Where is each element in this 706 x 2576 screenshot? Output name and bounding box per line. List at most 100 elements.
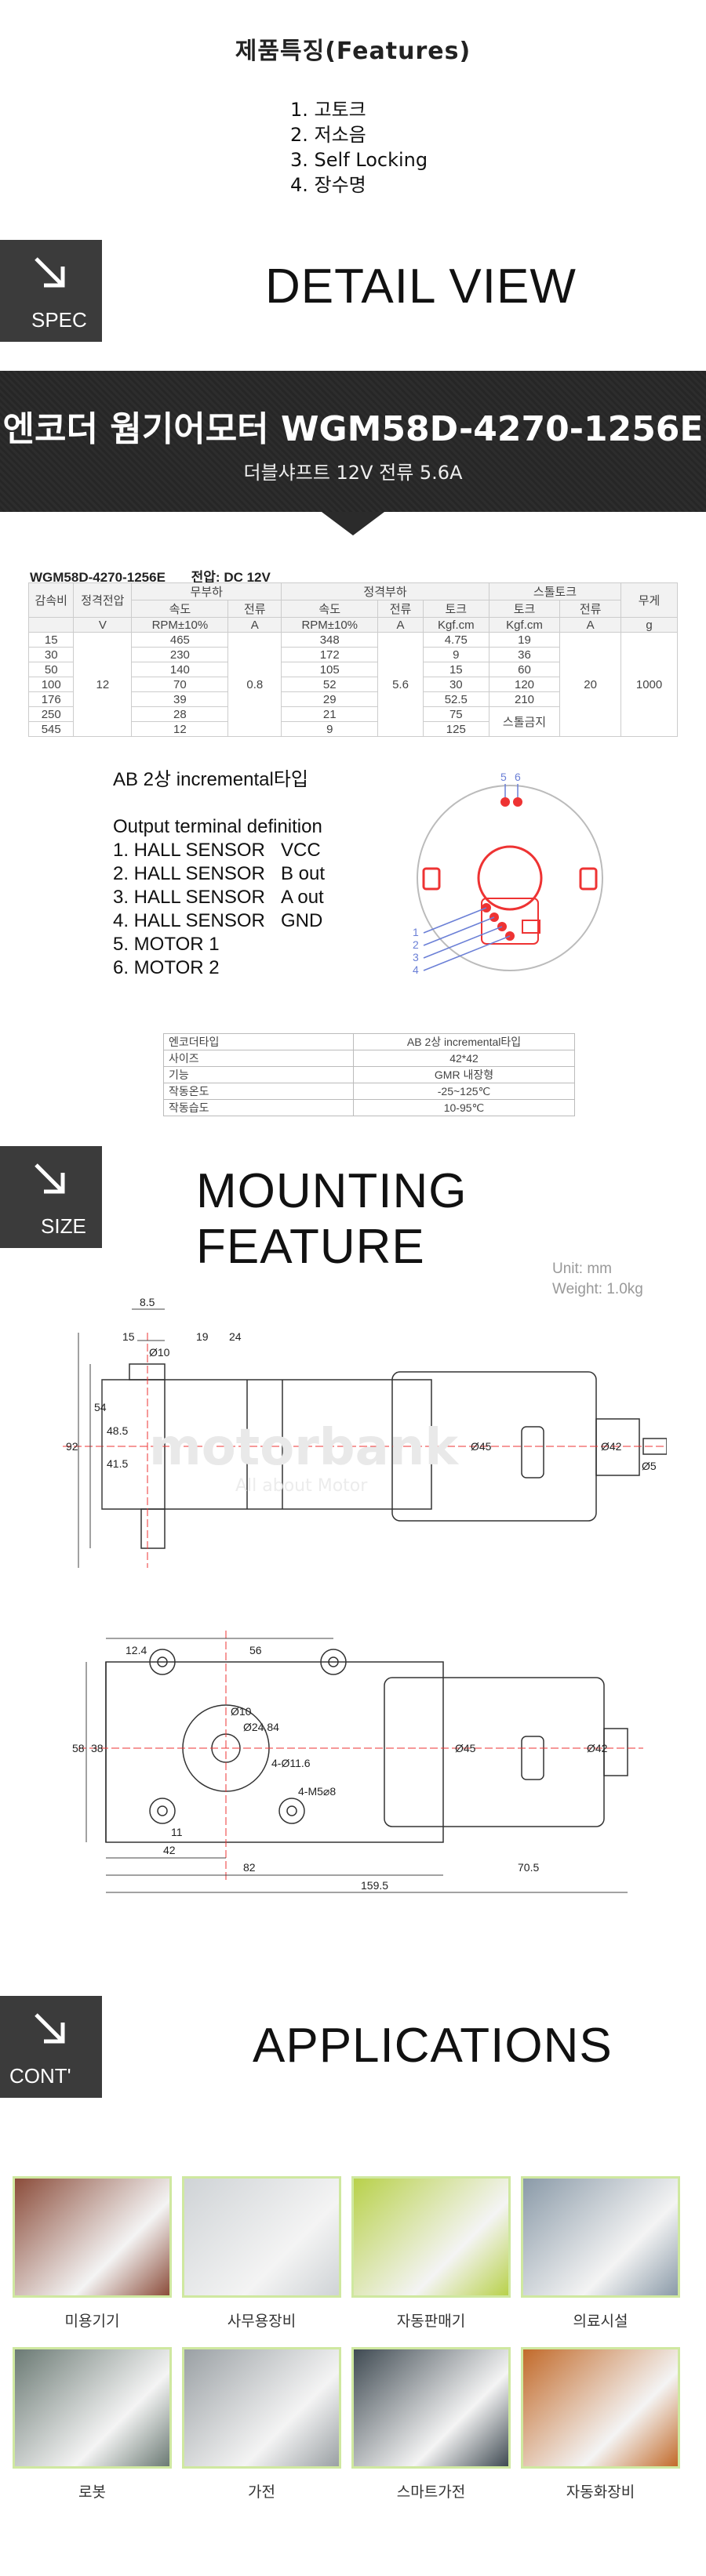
- arrow-down-right-icon: [35, 2013, 65, 2044]
- dimension-label: 54: [94, 1401, 107, 1413]
- unit-cell: RPM±10%: [131, 617, 229, 633]
- unit-cell: A: [227, 617, 282, 633]
- unit-cell: V: [73, 617, 133, 633]
- table-row: 545 12 9 125: [27, 721, 678, 737]
- col-ratio: 감속비: [27, 582, 75, 618]
- pin-label: 5: [500, 771, 507, 783]
- feature-item: 4. 장수명: [290, 174, 366, 196]
- unit-cell: RPM±10%: [281, 617, 379, 633]
- cont-badge-label: CONT': [9, 2064, 71, 2088]
- application-image: [521, 2176, 680, 2298]
- pin-label: 3: [413, 951, 419, 963]
- feature-item: 3. Self Locking: [290, 149, 428, 171]
- application-label: 사무용장비: [227, 2313, 297, 2330]
- unit-cell: A: [559, 617, 622, 633]
- group-rated-load: 정격부하: [281, 582, 489, 600]
- watermark-logo: motorbank: [149, 1419, 459, 1477]
- application-image: [13, 2347, 172, 2469]
- table-row: 15 12 465 0.8 348 5.6 4.75 19 20 1000: [27, 632, 678, 737]
- col-r-speed: 속도: [281, 600, 379, 618]
- dimension-label: 8.5: [140, 1296, 155, 1308]
- feature-item: 2. 저소음: [290, 124, 366, 146]
- application-label: 자동화장비: [566, 2483, 635, 2501]
- group-weight: 무게: [620, 582, 678, 618]
- application-image: [521, 2347, 680, 2469]
- spec-table-caption: WGM58D-4270-1256E 전압: DC 12V: [30, 566, 271, 586]
- rated-voltage-value: 12: [73, 632, 133, 737]
- dimension-label: 56: [249, 1644, 262, 1656]
- pin-label: 2: [413, 938, 419, 951]
- dimension-label: Ø42: [601, 1440, 622, 1453]
- dimension-label: 11: [171, 1826, 183, 1838]
- wiring-definition: AB 2상 incremental타입 Output terminal defi…: [113, 768, 325, 980]
- dimension-label: Ø45: [471, 1440, 492, 1453]
- dimension-label: Ø45: [455, 1742, 476, 1754]
- dimension-label: Ø5: [642, 1460, 657, 1472]
- application-label: 가전: [248, 2483, 275, 2501]
- table-row: 176 39 29 52.5 210: [27, 691, 678, 707]
- banner-subtitle: 더블샤프트 12V 전류 5.6A: [243, 462, 463, 484]
- pin-label: 4: [413, 963, 419, 976]
- output-terminal-heading: Output terminal definition: [113, 816, 322, 837]
- dimension-label: 42: [163, 1844, 176, 1856]
- features-title: 제품특징(Features): [235, 38, 471, 65]
- col-r-torque: 토크: [422, 600, 489, 618]
- arrow-down-right-icon: [35, 257, 65, 288]
- application-label: 미용기기: [64, 2313, 120, 2330]
- application-label: 스마트가전: [396, 2483, 466, 2501]
- dimension-label: 92: [66, 1440, 78, 1453]
- application-label: 자동판매기: [396, 2313, 466, 2330]
- banner-title: 엔코더 웜기어모터 WGM58D-4270-1256E: [2, 409, 704, 449]
- dimension-label: Ø42: [587, 1742, 608, 1754]
- dimension-label: 58: [72, 1742, 85, 1754]
- table-row: 100 70 52 30 120: [27, 677, 678, 692]
- application-image: [182, 2176, 341, 2298]
- dimension-label: 82: [243, 1861, 256, 1874]
- group-no-load: 무부하: [131, 582, 282, 600]
- group-stall-torque: 스톨토크: [488, 582, 622, 600]
- terminal-line: 5. MOTOR 1: [113, 934, 220, 955]
- product-banner: 엔코더 웜기어모터 WGM58D-4270-1256E 더블샤프트 12V 전류…: [0, 371, 706, 512]
- application-label: 의료시설: [573, 2313, 628, 2330]
- dimension-label: 38: [91, 1742, 104, 1754]
- unit-note: Unit: mm Weight: 1.0kg: [552, 1261, 643, 1297]
- feature-item: 1. 고토크: [290, 99, 366, 121]
- col-r-current: 전류: [377, 600, 424, 618]
- weight-value: 1000: [620, 632, 678, 737]
- encoder-type: AB 2상 incremental타입: [113, 769, 308, 790]
- dimension-label: 15: [122, 1330, 135, 1343]
- dimension-label: 41.5: [107, 1457, 128, 1470]
- terminal-line: 6. MOTOR 2: [113, 957, 220, 978]
- spec-badge-label: SPEC: [31, 308, 87, 332]
- arrow-down-right-icon: [35, 1163, 65, 1194]
- spec-model: WGM58D-4270-1256E: [30, 570, 166, 585]
- application-image: [13, 2176, 172, 2298]
- table-row: 250 28 21 75 스톨금지: [27, 706, 678, 737]
- spec-table: 감속비 정격전압 무부하 정격부하 스톨토크 무게 속도 전류 속도 전류 토크…: [27, 582, 678, 737]
- unit-cell: g: [620, 617, 678, 633]
- application-image: [351, 2347, 511, 2469]
- col-s-current: 전류: [559, 600, 622, 618]
- unit-cell: A: [377, 617, 424, 633]
- application-image: [351, 2176, 511, 2298]
- dimension-label: 159.5: [361, 1879, 388, 1892]
- nl-current-value: 0.8: [227, 632, 282, 737]
- dimension-label: 4-M5⌀8: [298, 1785, 336, 1798]
- dimension-label: 48.5: [107, 1424, 128, 1437]
- front-view-drawing: 12.4 56 58 38 Ø10 Ø24.84 4-Ø11.6 4-M5⌀8 …: [72, 1631, 643, 1893]
- cont-badge: CONT': [0, 1996, 102, 2098]
- dimension-label: Ø10: [231, 1705, 252, 1718]
- col-rated-voltage: 정격전압: [73, 582, 133, 618]
- dimension-label: Ø24.84: [243, 1721, 279, 1733]
- applications-heading: APPLICATIONS: [253, 2019, 613, 2073]
- dimension-label: 19: [196, 1330, 209, 1343]
- dimension-label: 4-Ø11.6: [271, 1757, 311, 1769]
